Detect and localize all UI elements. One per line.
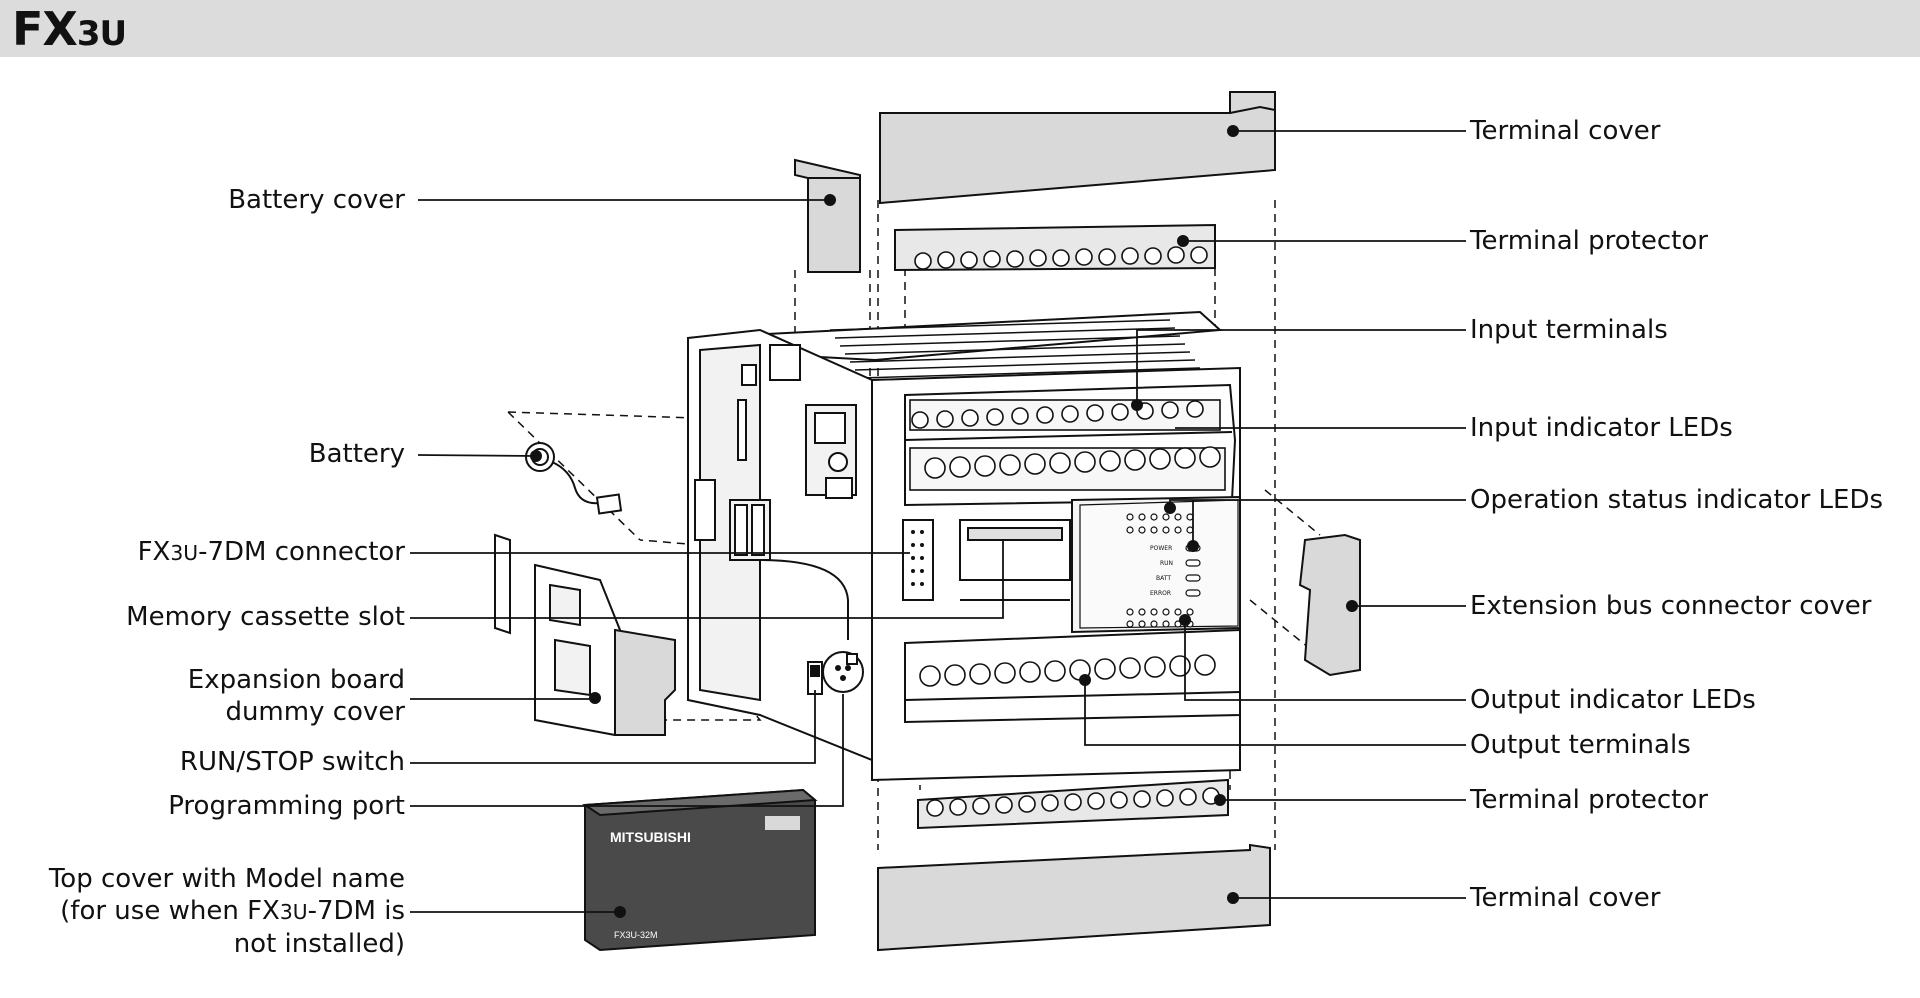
label-output-terminals: Output terminals [1470, 730, 1691, 760]
label-terminal-protector-bottom: Terminal protector [1470, 785, 1708, 815]
status-batt-text: BATT [1156, 575, 1171, 582]
model-text: FX3U-32M [614, 930, 658, 940]
label-terminal-cover-top: Terminal cover [1470, 116, 1661, 146]
leader-lines-left [410, 199, 1004, 913]
terminal-protector-top-shape [894, 223, 1216, 272]
output-terminal-screws [919, 654, 1216, 687]
led-panel: POWER RUN BATT ERROR [1079, 499, 1239, 629]
label-terminal-cover-bottom: Terminal cover [1470, 883, 1661, 913]
title-bar [0, 0, 1920, 57]
label-operation-status-indicator-leds: Operation status indicator LEDs [1470, 485, 1884, 515]
label-battery: Battery [308, 439, 405, 469]
input-terminal-screws [909, 399, 1226, 491]
brand-text: MITSUBISHI [610, 829, 691, 845]
label-input-terminals: Input terminals [1470, 315, 1668, 345]
extension-bus-connector-cover-shape [1298, 533, 1361, 677]
label-run-stop-switch: RUN/STOP switch [179, 747, 405, 777]
label-memory-cassette-slot: Memory cassette slot [126, 602, 405, 632]
label-programming-port: Programming port [168, 791, 405, 821]
top-cover-model-shape: MITSUBISHI FX3U-32M [582, 788, 818, 952]
label-extension-bus-connector-cover: Extension bus connector cover [1470, 591, 1872, 621]
label-expansion-board-dummy-cover: Expansion board dummy cover [187, 665, 405, 727]
label-top-cover-model-name: Top cover with Model name (for use when … [48, 864, 405, 959]
battery-cover-shape [794, 158, 861, 273]
terminal-cover-top-shape [879, 91, 1276, 205]
terminal-protector-bottom-shape [917, 778, 1229, 830]
label-battery-cover: Battery cover [228, 185, 405, 215]
label-fx3u-7dm-connector: FX3U-7DM connector [137, 537, 405, 567]
status-error-text: ERROR [1150, 590, 1171, 597]
leader-lines-right [1084, 130, 1466, 899]
label-input-indicator-leds: Input indicator LEDs [1470, 413, 1733, 443]
label-terminal-protector-top: Terminal protector [1470, 226, 1708, 256]
expansion-board-dummy-cover-shape [494, 533, 676, 737]
page-title: FX3U [12, 2, 127, 56]
status-run-text: RUN [1160, 560, 1173, 567]
terminal-cover-bottom-shape [877, 843, 1271, 952]
status-power-text: POWER [1150, 545, 1172, 552]
label-output-indicator-leds: Output indicator LEDs [1470, 685, 1756, 715]
